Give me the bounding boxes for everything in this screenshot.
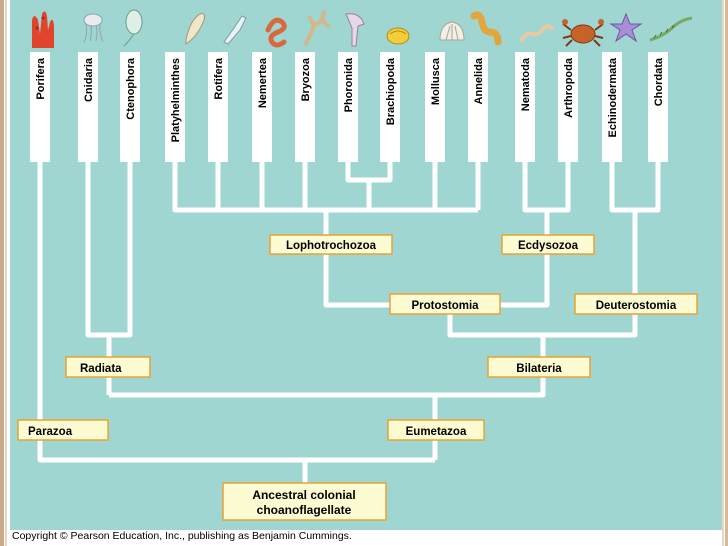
tree-branches: [37, 150, 661, 485]
crab-icon: [562, 19, 604, 47]
taxon-platyhelminthes: Platyhelminthes: [165, 52, 185, 162]
clade-lophotrochozoa: Lophotrochozoa: [269, 234, 393, 255]
flatworm-icon: [185, 13, 205, 45]
root-ancestor: Ancestral colonial choanoflagellate: [222, 482, 387, 521]
taxon-echinodermata: Echinodermata: [602, 52, 622, 162]
copyright-notice: Copyright © Pearson Education, Inc., pub…: [12, 530, 352, 542]
taxon-label: Bryozoa: [300, 57, 312, 101]
left-decorative-border: [0, 0, 10, 546]
clade-label-bilateria: Bilateria: [516, 363, 562, 375]
taxon-porifera: Porifera: [30, 52, 50, 162]
clade-parazoa: Parazoa: [17, 419, 109, 441]
sea-star-icon: [609, 12, 643, 43]
clade-label-lophotrochozoa: Lophotrochozoa: [286, 240, 377, 252]
taxon-phoronida: Phoronida: [338, 52, 358, 162]
jellyfish-icon: [83, 13, 104, 43]
taxon-label: Cnidaria: [83, 57, 95, 102]
taxon-chordata: Chordata: [648, 52, 668, 162]
taxon-label: Nemertea: [257, 57, 269, 108]
phylogenetic-tree: Porifera Cnidaria Ctenophora Platyhelminthe…: [17, 52, 698, 521]
taxon-column: [468, 52, 488, 162]
clade-protostomia: Protostomia: [389, 293, 501, 315]
clade-label-radiata: Radiata: [80, 363, 122, 375]
brachiopod-icon: [386, 27, 410, 45]
clade-label-parazoa: Parazoa: [28, 426, 73, 438]
sponge-icon: [32, 11, 54, 48]
taxon-annelida: Annelida: [468, 52, 488, 162]
right-decorative-border: [720, 0, 728, 546]
taxon-column: [648, 52, 668, 162]
clade-ecdysozoa: Ecdysozoa: [501, 234, 595, 255]
taxon-label: Chordata: [653, 57, 665, 106]
taxon-column: [208, 52, 228, 162]
taxon-cnidaria: Cnidaria: [78, 52, 98, 162]
taxon-label: Brachiopoda: [385, 57, 397, 125]
taxon-label: Phoronida: [343, 57, 355, 112]
lancelet-icon: [649, 16, 693, 42]
clade-eumetazoa: Eumetazoa: [387, 419, 485, 441]
clade-deuterostomia: Deuterostomia: [574, 293, 698, 315]
ribbon-worm-icon: [265, 17, 287, 48]
taxon-mollusca: Mollusca: [425, 52, 445, 162]
taxon-arthropoda: Arthropoda: [558, 52, 578, 162]
taxon-column: [78, 52, 98, 162]
organism-illustrations: [32, 9, 693, 48]
clam-icon: [439, 21, 465, 41]
taxon-label: Annelida: [473, 57, 485, 104]
clade-label-protostomia: Protostomia: [411, 300, 479, 312]
taxon-bryozoa: Bryozoa: [295, 52, 315, 162]
phoronid-icon: [345, 13, 365, 47]
comb-jelly-icon: [123, 9, 143, 47]
roundworm-icon: [520, 24, 554, 42]
taxon-column: [380, 52, 400, 162]
taxon-ctenophora: Ctenophora: [120, 52, 140, 162]
taxon-label: Porifera: [35, 57, 47, 99]
taxon-rotifera: Rotifera: [208, 52, 228, 162]
taxon-label: Nematoda: [520, 57, 532, 111]
taxon-label: Ctenophora: [125, 57, 137, 120]
taxon-column: [295, 52, 315, 162]
taxon-label: Platyhelminthes: [170, 58, 182, 142]
taxon-column: [558, 52, 578, 162]
taxon-column: [165, 52, 185, 162]
taxon-nematoda: Nematoda: [515, 52, 535, 162]
clade-radiata: Radiata: [65, 356, 151, 378]
taxon-column: [252, 52, 272, 162]
bryozoan-icon: [304, 10, 330, 46]
taxon-label: Mollusca: [430, 57, 442, 105]
taxon-columns: Porifera Cnidaria Ctenophora Platyhelminthe…: [30, 52, 668, 162]
taxon-column: [515, 52, 535, 162]
taxon-nemertea: Nemertea: [252, 52, 272, 162]
root-label-line2: choanoflagellate: [257, 503, 352, 517]
clade-label-eumetazoa: Eumetazoa: [406, 426, 467, 438]
earthworm-icon: [470, 11, 502, 46]
taxon-column: [602, 52, 622, 162]
taxon-label: Echinodermata: [607, 57, 619, 137]
rotifer-icon: [223, 15, 247, 45]
taxon-column: [30, 52, 50, 162]
taxon-label: Rotifera: [213, 57, 225, 99]
root-label-line1: Ancestral colonial: [252, 488, 355, 502]
clade-label-ecdysozoa: Ecdysozoa: [518, 240, 579, 252]
clade-bilateria: Bilateria: [487, 356, 591, 378]
taxon-column: [120, 52, 140, 162]
taxon-label: Arthropoda: [563, 57, 575, 118]
taxon-column: [425, 52, 445, 162]
taxon-brachiopoda: Brachiopoda: [380, 52, 400, 162]
clade-label-deuterostomia: Deuterostomia: [596, 300, 677, 312]
taxon-column: [338, 52, 358, 162]
